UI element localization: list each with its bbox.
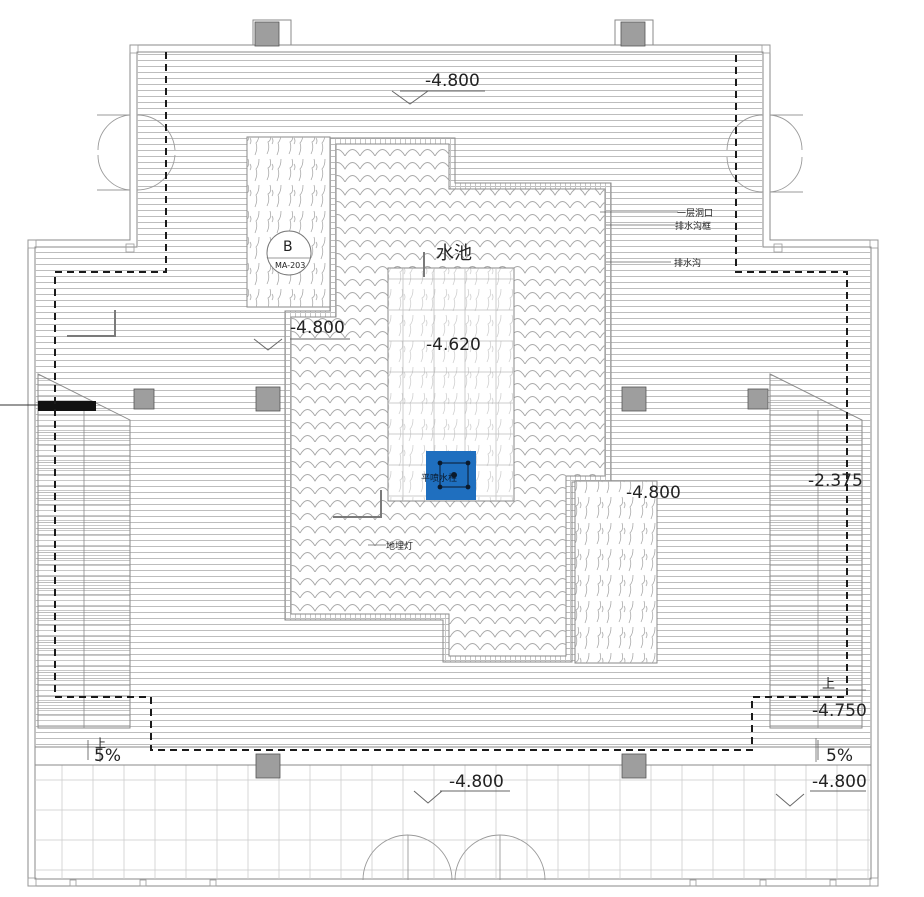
level-right-planter: -4.800 [626,483,681,503]
fountain-note: 平喷水柱 [421,472,457,484]
corner-markers [67,252,425,518]
level-center: -4.620 [426,335,481,355]
callout-drain: 排水沟 [674,257,701,269]
door-right [726,114,803,193]
slope-left: 5% [94,746,121,766]
level-right-lower: -4.750 [812,701,867,721]
callout-leaders [99,211,866,762]
door-left [97,114,176,191]
paved-area [35,765,871,879]
level-symbols [253,90,866,807]
section-marker: B MA-203 [266,230,312,276]
up-left: 上 [95,737,106,750]
level-top: -4.800 [425,71,480,91]
level-stair-right: -2.375 [808,471,863,491]
callout-drain-frame: 排水沟框 [675,220,711,232]
pool-title: 水池 [436,243,472,264]
inground-light-label: 地埋灯 [386,540,413,552]
planter-top-left [246,136,331,308]
level-bottom-center: -4.800 [449,772,504,792]
fountain-block: 平喷水柱 [421,451,476,500]
callout-opening: 一层洞口 [677,208,713,219]
stair-right [769,373,863,760]
level-left: -4.800 [290,318,345,338]
wall-ticks [27,44,879,887]
dashed-boundary [54,52,848,751]
marker-letter: B [283,239,293,255]
slope-right: 5% [826,746,853,766]
columns [133,21,769,779]
planter-bottom-right [574,480,658,664]
stair-left [0,373,131,760]
marker-ref: MA-203 [275,261,305,270]
door-bottom [362,834,546,881]
up-right: 上 [822,677,835,692]
level-bottom-right: -4.800 [812,772,867,792]
